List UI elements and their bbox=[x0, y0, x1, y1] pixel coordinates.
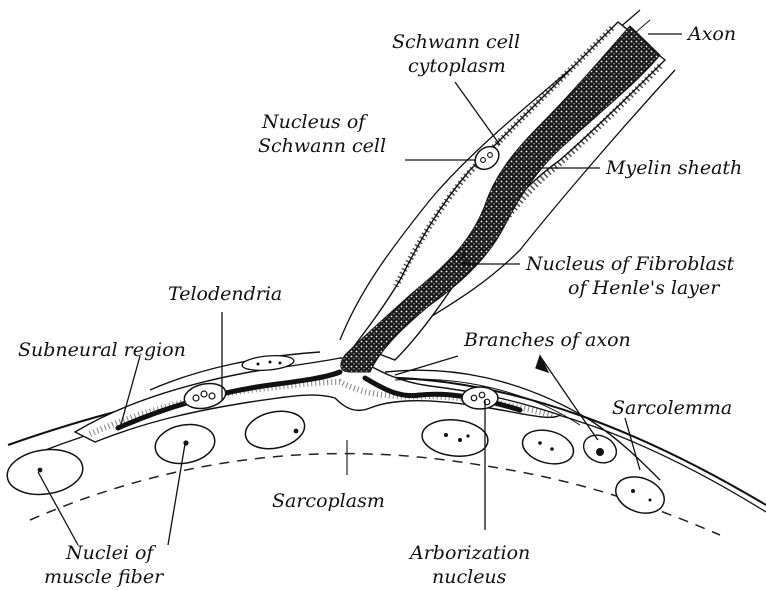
label-myelin-sheath: Myelin sheath bbox=[605, 157, 742, 179]
muscle-nucleus bbox=[611, 470, 670, 519]
muscle-nucleus bbox=[4, 445, 85, 499]
schwann-cytoplasm-leader bbox=[455, 82, 500, 145]
label-schwann-cytoplasm-line1: Schwann cell bbox=[392, 31, 520, 53]
label-subneural-region: Subneural region bbox=[18, 339, 186, 361]
label-arborization-line2: nucleus bbox=[432, 566, 507, 588]
muscle-nucleus bbox=[420, 417, 489, 460]
label-schwann-cytoplasm-line2: cytoplasm bbox=[408, 55, 506, 77]
label-axon: Axon bbox=[686, 23, 736, 45]
label-nuclei-muscle-line2: muscle fiber bbox=[44, 566, 165, 588]
muscle-nucleus bbox=[519, 425, 578, 469]
label-arborization-line1: Arborization bbox=[408, 542, 530, 564]
label-sarcoplasm: Sarcoplasm bbox=[272, 490, 385, 512]
label-schwann-nucleus-line2: Schwann cell bbox=[258, 135, 386, 157]
axon-core bbox=[341, 26, 660, 372]
label-schwann-nucleus-line1: Nucleus of bbox=[261, 111, 368, 133]
arborization-nucleus bbox=[462, 387, 498, 409]
label-fibroblast-line2: of Henle's layer bbox=[568, 277, 721, 299]
label-fibroblast-line1: Nucleus of Fibroblast bbox=[525, 253, 735, 275]
label-nuclei-muscle-line1: Nuclei of bbox=[65, 542, 156, 564]
label-branches-of-axon: Branches of axon bbox=[463, 329, 631, 351]
label-telodendria: Telodendria bbox=[168, 283, 282, 305]
label-sarcolemma: Sarcolemma bbox=[612, 397, 732, 419]
nerve-fiber bbox=[340, 10, 675, 372]
